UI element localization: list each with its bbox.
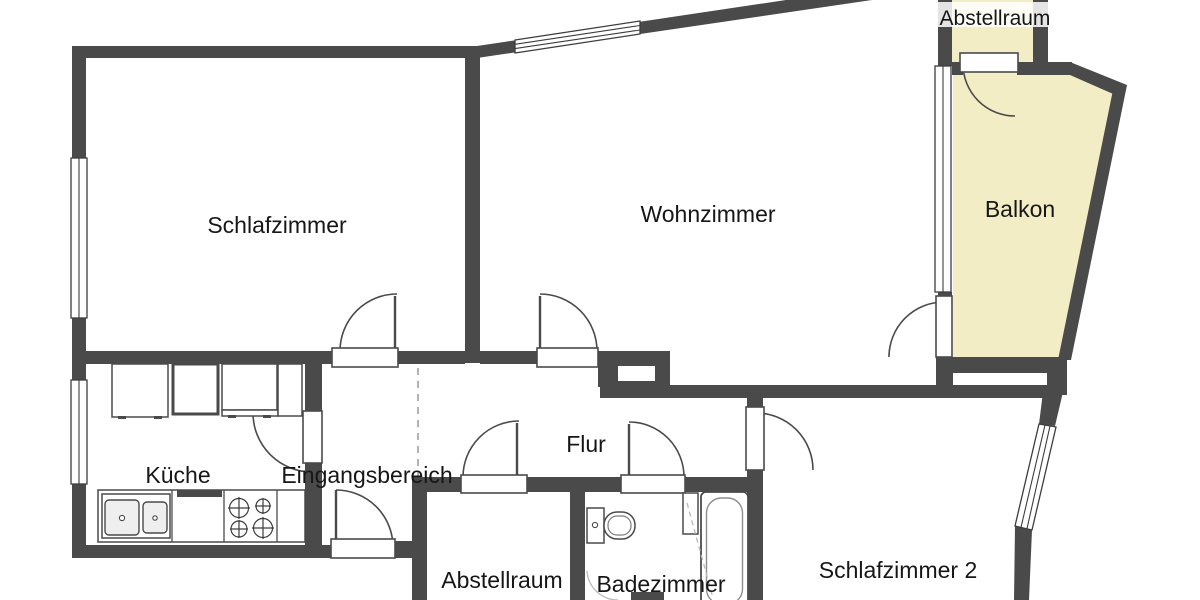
toilet [586, 507, 636, 544]
window-livingroom-balcony [934, 65, 952, 293]
bath-sink-cut [631, 592, 664, 600]
label-flur: Flur [566, 431, 606, 457]
door-storage-bottom [460, 420, 528, 494]
sink-drain-2 [152, 515, 158, 521]
windows [70, 20, 1057, 531]
sink-drain-1 [118, 514, 126, 522]
label-abstellraum-unten: Abstellraum [441, 567, 562, 593]
door-kitchen [252, 410, 323, 473]
window-kitchen-left [70, 379, 88, 485]
kitchen-sink [101, 493, 171, 539]
label-schlafzimmer2: Schlafzimmer 2 [819, 557, 977, 583]
door-apartment-entrance [330, 489, 396, 559]
counter-dark-strip [177, 490, 222, 497]
doors [252, 52, 1019, 559]
door-storage-top [959, 52, 1019, 117]
label-backing [936, 2, 1052, 27]
stove [228, 497, 274, 539]
label-eingangsbereich: Eingangsbereich [281, 462, 452, 488]
label-kueche: Küche [145, 462, 210, 488]
label-abstellraum-top: Abstellraum [940, 7, 1051, 30]
bathtub [700, 491, 749, 600]
window-bedroom-left [70, 157, 88, 319]
window-bedroom2-slanted [1014, 423, 1057, 531]
door-bathroom [620, 421, 686, 494]
door-balcony [888, 295, 953, 358]
label-wohnzimmer: Wohnzimmer [640, 201, 775, 227]
kitchen-cabinets [111, 362, 303, 419]
label-schlafzimmer: Schlafzimmer [207, 212, 347, 238]
door-bedroom2 [745, 406, 814, 471]
label-badezimmer: Badezimmer [596, 571, 725, 597]
window-livingroom-top-slanted [514, 20, 641, 54]
room-labels: Schlafzimmer Wohnzimmer Balkon Abstellra… [145, 7, 1055, 597]
door-livingroom [536, 293, 599, 368]
door-bedroom [331, 293, 399, 368]
label-balkon: Balkon [985, 196, 1055, 222]
wall-notch [618, 366, 655, 381]
